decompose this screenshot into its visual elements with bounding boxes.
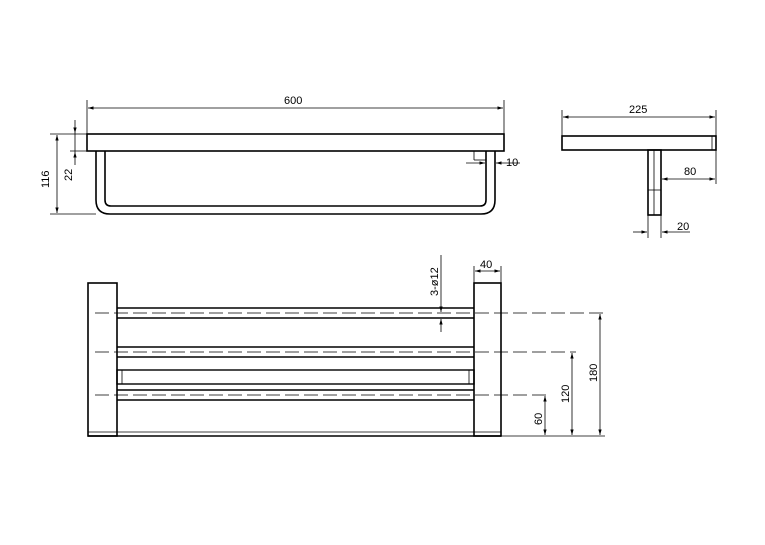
front-shelf (86, 133, 505, 152)
dim-116-label: 116 (40, 170, 52, 188)
dim-20-label: 20 (677, 221, 689, 233)
plan-view: 40 3-ø12 180 120 60 (87, 255, 605, 437)
right-end-plate (473, 282, 502, 437)
dim-60-label: 60 (533, 413, 545, 425)
side-bracket (647, 149, 662, 216)
dim-80-label: 80 (684, 166, 696, 178)
dim-225-label: 225 (629, 104, 647, 116)
dim-10-label: 10 (506, 157, 518, 169)
side-shelf (561, 135, 717, 151)
towel-bar (116, 369, 475, 385)
front-view: 600 116 22 10 (40, 95, 520, 215)
dim-600-label: 600 (284, 95, 302, 107)
dim-120-label: 120 (560, 385, 572, 403)
hole-spec-label: 3-ø12 (429, 267, 441, 296)
side-view: 225 80 20 (561, 104, 717, 238)
dim-22-label: 22 (63, 169, 75, 181)
front-towel-bar (95, 151, 496, 215)
dim-40-label: 40 (480, 259, 492, 271)
front-towel-bar-inner (104, 151, 487, 207)
left-end-plate (87, 282, 118, 437)
dim-180-label: 180 (588, 364, 600, 382)
